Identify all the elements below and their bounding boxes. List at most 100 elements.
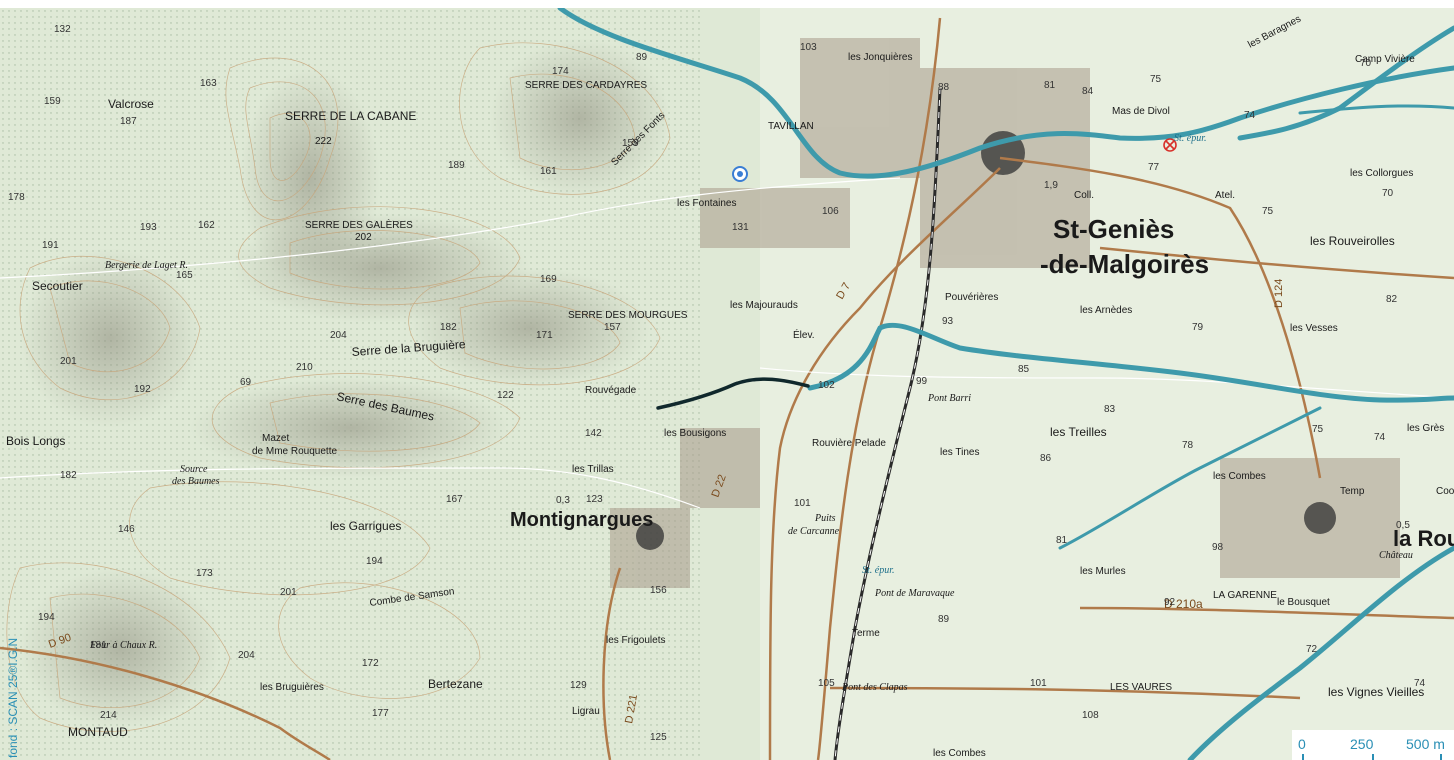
scale-label-250: 250: [1350, 736, 1374, 752]
label-valcrose: Valcrose: [108, 97, 154, 111]
spot-height: 75: [1312, 424, 1324, 435]
spot-height: 1,9: [1044, 180, 1058, 191]
town-label-la-rouviere: la Rouv: [1393, 526, 1454, 551]
label-fontaines: les Fontaines: [677, 198, 736, 209]
label-combes-south: les Combes: [933, 748, 986, 759]
spot-height: 123: [586, 494, 603, 505]
spot-height: 74: [1374, 432, 1386, 443]
spot-height: 88: [938, 82, 950, 93]
label-pouverieres: Pouvérières: [945, 292, 998, 303]
spot-height: 187: [120, 116, 137, 127]
label-rouveirolles: les Rouveirolles: [1310, 234, 1395, 248]
railway: [833, 87, 942, 760]
spot-height: 191: [42, 240, 59, 251]
spot-height: 83: [1104, 404, 1116, 415]
label-galeres-height: 202: [355, 232, 372, 243]
label-mas-divol: Mas de Divol: [1112, 106, 1170, 117]
spot-height: 177: [372, 708, 389, 719]
spot-heights: 1321631591871781931911621652011921821461…: [8, 24, 1426, 743]
label-camp-viviere: Camp Vivière: [1355, 54, 1415, 65]
label-terme: Terme: [852, 628, 880, 639]
spot-height: 102: [818, 380, 835, 391]
spot-height: 70: [1360, 58, 1372, 69]
spot-height: 84: [1082, 86, 1094, 97]
spot-height: 92: [1164, 597, 1176, 608]
spot-height: 101: [1030, 678, 1047, 689]
spot-height: 70: [1382, 188, 1394, 199]
scale-tick-0: [1302, 754, 1304, 760]
spot-height: 178: [8, 192, 25, 203]
spot-height: 99: [916, 376, 928, 387]
label-montaud: MONTAUD: [68, 725, 128, 739]
spot-height: 201: [60, 356, 77, 367]
spot-height: 204: [238, 650, 255, 661]
label-puits: Puits: [814, 513, 836, 524]
town-labels: St-Geniès -de-Malgoirès Montignargues la…: [510, 214, 1454, 551]
spot-height: 165: [176, 270, 193, 281]
label-four-chaux: Four à Chaux R.: [89, 640, 157, 651]
scale-label-500: 500 m: [1406, 736, 1445, 752]
label-d210a: D 210a: [1164, 597, 1203, 611]
spot-height: 204: [330, 330, 347, 341]
spot-height: 157: [604, 322, 621, 333]
label-atelier: Atel.: [1215, 190, 1235, 201]
label-puits-2: de Carcanne: [788, 526, 840, 537]
roads: [0, 17, 1454, 760]
rivers: [557, 8, 1454, 760]
label-station-epuration-1: St. épur.: [1174, 133, 1207, 144]
spot-height: 194: [366, 556, 383, 567]
label-source-2: des Baumes: [172, 476, 220, 487]
spot-height: 93: [942, 316, 954, 327]
highlighted-trail[interactable]: [656, 377, 810, 410]
label-rouvegade: Rouvégade: [585, 385, 637, 396]
label-ligrau: Ligrau: [572, 706, 600, 717]
label-d221: D 221: [623, 694, 640, 725]
spot-height: 108: [1082, 710, 1099, 721]
minor-roads: [0, 177, 1454, 509]
spot-height: 125: [650, 732, 667, 743]
contour-lines: [6, 42, 671, 732]
spot-height: 69: [240, 377, 252, 388]
spot-height: 74: [1414, 678, 1426, 689]
label-frigoulets: les Frigoulets: [606, 635, 665, 646]
topographic-map[interactable]: St-Geniès -de-Malgoirès Montignargues la…: [0, 8, 1454, 760]
spot-height: 85: [1018, 364, 1030, 375]
label-treilles: les Treilles: [1050, 425, 1107, 439]
spot-height: 169: [540, 274, 557, 285]
label-elevage: Élev.: [793, 328, 815, 341]
label-bertezane: Bertezane: [428, 677, 483, 691]
poi-marker-red-x[interactable]: [1163, 138, 1177, 152]
spot-height: 101: [794, 498, 811, 509]
spot-height: 0,5: [1396, 520, 1410, 531]
label-source: Source: [180, 464, 208, 475]
spot-height: 98: [1212, 542, 1224, 553]
spot-height: 159: [622, 138, 639, 149]
map-credit: fond : SCAN 25®I.G.N: [6, 568, 22, 760]
spot-height: 146: [118, 524, 135, 535]
label-serre-mourgues: SERRE DES MOURGUES: [568, 310, 688, 321]
spot-height: 89: [938, 614, 950, 625]
label-vesses: les Vesses: [1290, 323, 1338, 334]
spot-height: 75: [1262, 206, 1274, 217]
spot-height: 122: [497, 390, 514, 401]
label-bois-longs: Bois Longs: [6, 434, 65, 448]
spot-height: 77: [1148, 162, 1160, 173]
scale-label-0: 0: [1298, 736, 1306, 752]
spot-height: 182: [440, 322, 457, 333]
scale-bar: 0 250 500 m: [1292, 730, 1454, 760]
spot-height: 78: [1182, 440, 1194, 451]
label-chateau: Château: [1379, 550, 1413, 561]
spot-height: 82: [1386, 294, 1398, 305]
label-trillas: les Trillas: [572, 464, 614, 475]
spot-height: 79: [1192, 322, 1204, 333]
spot-height: 132: [54, 24, 71, 35]
label-serre-galeres: SERRE DES GALÈRES: [305, 218, 413, 231]
poi-marker-blue[interactable]: [732, 166, 748, 182]
scale-tick-500: [1440, 754, 1442, 760]
label-pont-barri: Pont Barri: [927, 393, 971, 404]
spot-height: 194: [38, 612, 55, 623]
spot-height: 181: [90, 640, 107, 651]
label-mazet-2: de Mme Rouquette: [252, 446, 337, 457]
spot-height: 72: [1306, 644, 1318, 655]
